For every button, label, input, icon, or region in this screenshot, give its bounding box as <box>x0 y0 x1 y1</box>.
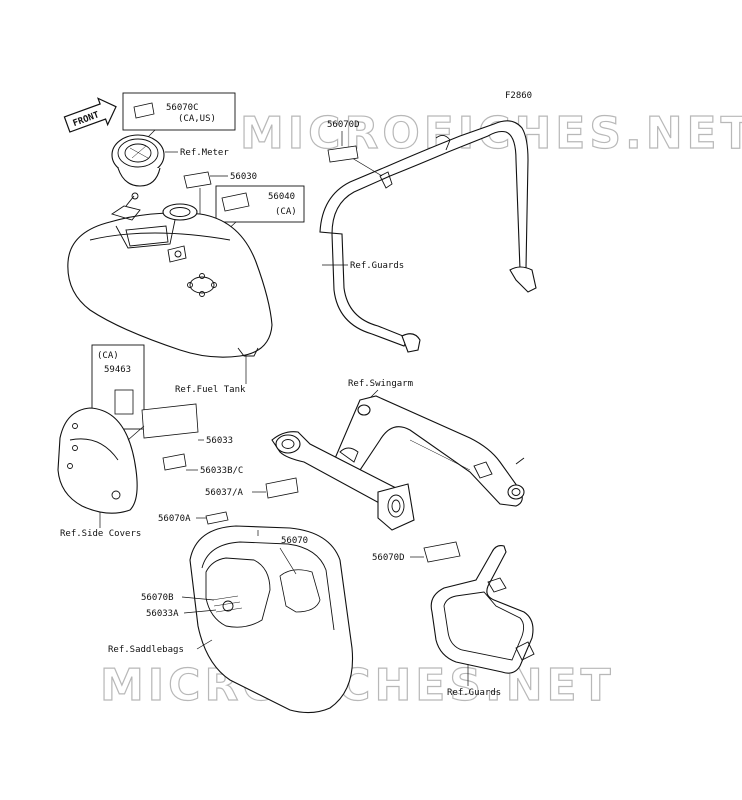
tank-emblem <box>187 273 217 297</box>
swingarm-part: Ref.Swingarm 56037/A <box>205 379 525 531</box>
saddlebag-emblem <box>211 595 243 613</box>
label-56033: 56033 <box>206 436 233 446</box>
box-56040: 56040 (CA) <box>213 185 305 243</box>
label-ref-meter: Ref.Meter <box>180 148 229 158</box>
decal-56033bc: 56033B/C <box>162 453 243 476</box>
bottom-guard-part: 56070D Ref.Guards <box>372 541 535 698</box>
label-56033bc: 56033B/C <box>200 466 243 476</box>
decal-56033: 56033 <box>141 403 233 446</box>
label-56030: 56030 <box>230 172 257 182</box>
label-56070a: 56070A <box>158 514 191 524</box>
label-ref-guards-top: Ref.Guards <box>350 261 404 271</box>
watermark-bottom: MICROFICHES.NET <box>100 660 615 711</box>
label-56070c-note: (CA,US) <box>178 114 216 124</box>
label-ref-side-covers: Ref.Side Covers <box>60 529 141 539</box>
label-ref-guards-bottom: Ref.Guards <box>447 688 501 698</box>
label-ref-fuel-tank: Ref.Fuel Tank <box>175 385 246 395</box>
label-56040: 56040 <box>268 192 295 202</box>
label-56037a: 56037/A <box>205 488 244 498</box>
label-ref-saddlebags: Ref.Saddlebags <box>108 645 184 655</box>
label-56033a: 56033A <box>146 609 179 619</box>
label-ref-swingarm: Ref.Swingarm <box>348 379 413 389</box>
label-56070b: 56070B <box>141 593 174 603</box>
side-cover-part: Ref.Side Covers <box>57 407 145 539</box>
label-59463: 59463 <box>104 365 131 375</box>
label-56070c: 56070C <box>166 103 199 113</box>
figure-code: F2860 <box>505 91 532 101</box>
box-56070c: 56070C (CA,US) <box>122 92 236 131</box>
label-56040-note: (CA) <box>275 207 297 217</box>
label-56070d-bottom: 56070D <box>372 553 405 563</box>
meter-part: Ref.Meter <box>111 129 229 187</box>
label-59463-note: (CA) <box>97 351 119 361</box>
top-guard-part: 56070D Ref.Guards <box>319 120 537 353</box>
label-56070d-top: 56070D <box>327 120 360 130</box>
front-arrow-icon: FRONT <box>63 97 117 133</box>
decal-56030: 56030 <box>183 171 257 240</box>
fuel-tank-part: Ref.Fuel Tank <box>67 192 273 395</box>
label-56070: 56070 <box>281 536 308 546</box>
saddlebag-part: 56070 56070B 56033A Ref.Saddlebags <box>108 525 354 714</box>
decal-56070a: 56070A <box>158 511 229 525</box>
